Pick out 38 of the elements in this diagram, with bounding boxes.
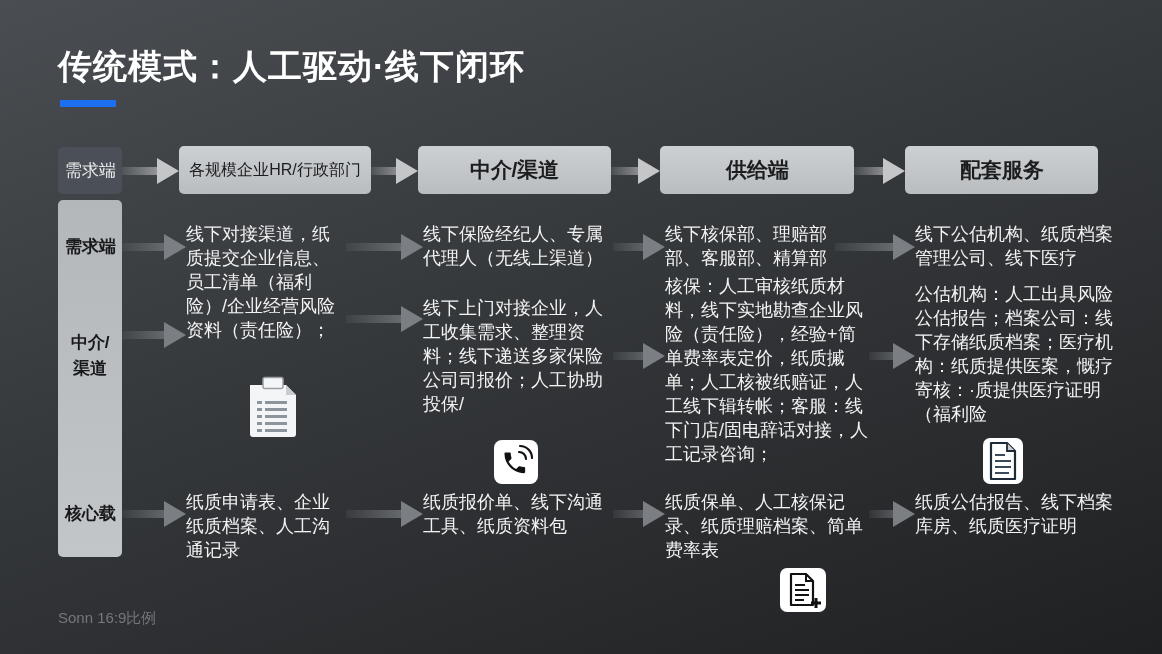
description-text: 纸质报价单、线下沟通工具、纸质资料包 <box>423 490 613 538</box>
arrow <box>613 343 665 369</box>
arrow <box>346 306 423 332</box>
header-box: 配套服务 <box>905 146 1098 194</box>
arrow <box>346 234 423 260</box>
arrow <box>122 234 186 260</box>
row-label: 核心载 <box>58 500 122 528</box>
header-box: 各规模企业HR/行政部门 <box>179 146 371 194</box>
footer-note: Sonn 16:9比例 <box>58 609 157 628</box>
description-text: 线下核保部、理赔部部、客服部、精算部 <box>665 222 835 270</box>
row-label: 中介/渠道 <box>58 328 122 384</box>
arrow <box>869 501 915 527</box>
description-text: 核保：人工审核纸质材料，线下实地勘查企业风险（责任险），经验+简单费率表定价，纸质摵单；人工核被纸赔证，人工线下辑转帐；客服：线下门店/固电辞话对接，人工记录咨询； <box>665 274 869 466</box>
slide-title: 传统模式：人工驱动·线下闭环 <box>58 46 526 87</box>
arrow <box>611 158 660 184</box>
arrow <box>346 501 423 527</box>
arrow <box>122 158 179 184</box>
arrow <box>613 501 665 527</box>
description-text: 线下公估机构、纸质档案管理公司、线下医疗 <box>915 222 1115 270</box>
arrow <box>371 158 418 184</box>
header-box: 供给端 <box>660 146 854 194</box>
description-text: 纸质申请表、企业纸质档案、人工沟通记录 <box>186 490 346 562</box>
description-text: 线下对接渠道，纸质提交企业信息、员工清单（福利险）/企业经营风险资料（责任险）； <box>186 222 346 342</box>
arrow <box>122 501 186 527</box>
arrow <box>854 158 905 184</box>
arrow <box>613 234 665 260</box>
header-box: 需求端 <box>58 147 122 194</box>
arrow <box>869 343 915 369</box>
row-label: 需求端 <box>58 233 122 261</box>
arrow <box>122 322 186 348</box>
row-header-bar <box>58 200 122 557</box>
description-text: 公估机构：人工出具风险公估报告；档案公司：线下存储纸质档案；医疗机构：纸质提供医案，慨疗寄核：·质提供医疗证明（福利险 <box>915 282 1115 426</box>
description-text: 纸质公估报告、线下档案库房、纸质医疗证明 <box>915 490 1115 538</box>
description-text: 线下上门对接企业，人工收集需求、整理资料；线下递送多家保险公司司报价；人工协助投保/ <box>423 296 613 416</box>
arrow <box>835 234 915 260</box>
description-text: 纸质保单、人工核保记录、纸质理赔档案、简单费率表 <box>665 490 869 562</box>
description-text: 线下保险经纪人、专属代理人（无线上渠道） <box>423 222 613 270</box>
header-box: 中介/渠道 <box>418 146 611 194</box>
